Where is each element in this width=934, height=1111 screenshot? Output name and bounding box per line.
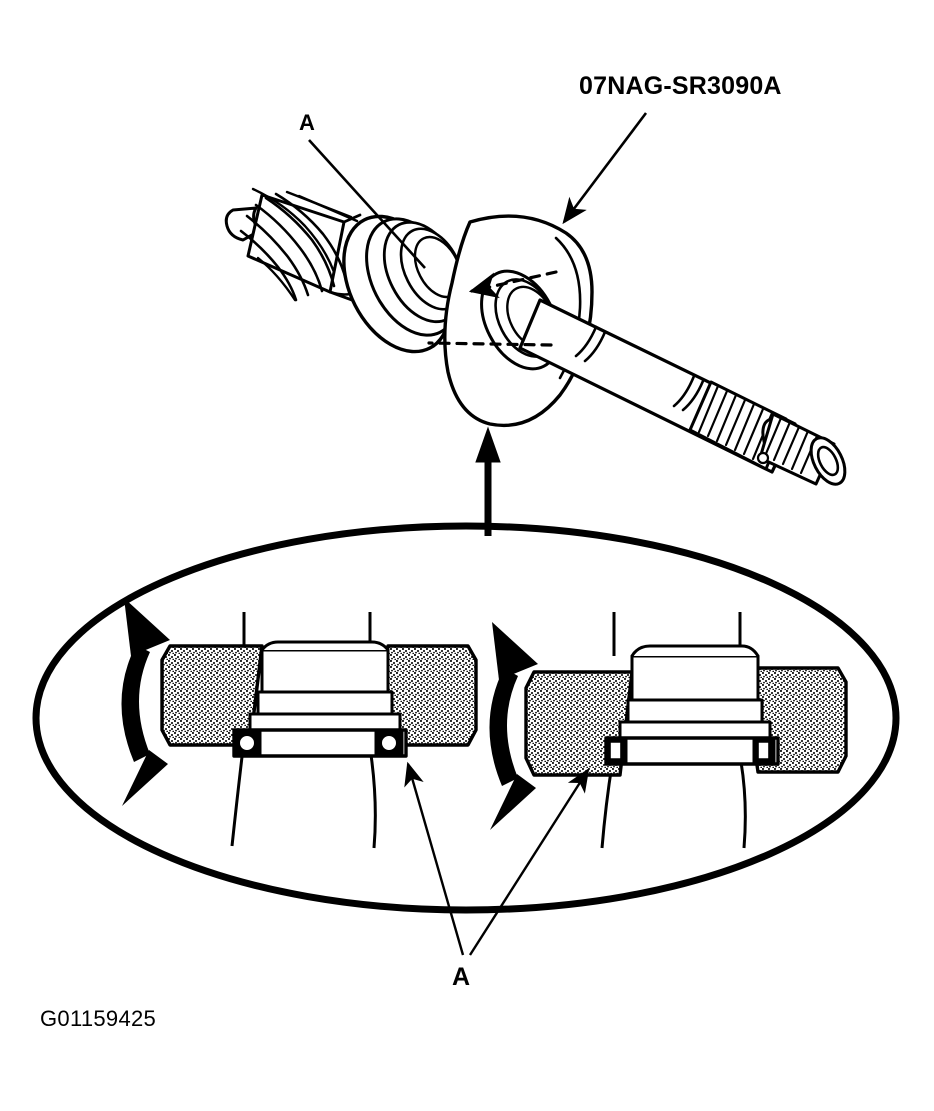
bearing-cross-section-left [160,612,478,849]
magnify-callout-arrow [475,426,501,536]
upper-assembly-view [224,187,847,486]
splined-shaft-end [688,380,847,486]
rotation-arrow-right [489,622,538,830]
helical-pinion-gear [224,187,359,302]
tool-number-label: 07NAG-SR3090A [579,72,782,100]
leader-label-a-top [308,139,426,269]
figure-id-label: G01159425 [40,1006,157,1031]
leader-label-a-bottom [404,761,590,956]
detail-callout-oval [32,522,900,914]
assembly-direction-indicator [427,270,558,347]
bearing-cross-section-right [524,612,848,849]
label-a-bottom: A [452,963,471,991]
rotation-arrow-left [121,598,170,806]
leader-tool-number [562,112,648,225]
label-a-top: A [299,110,315,135]
tapered-roller-bearing [328,213,465,354]
